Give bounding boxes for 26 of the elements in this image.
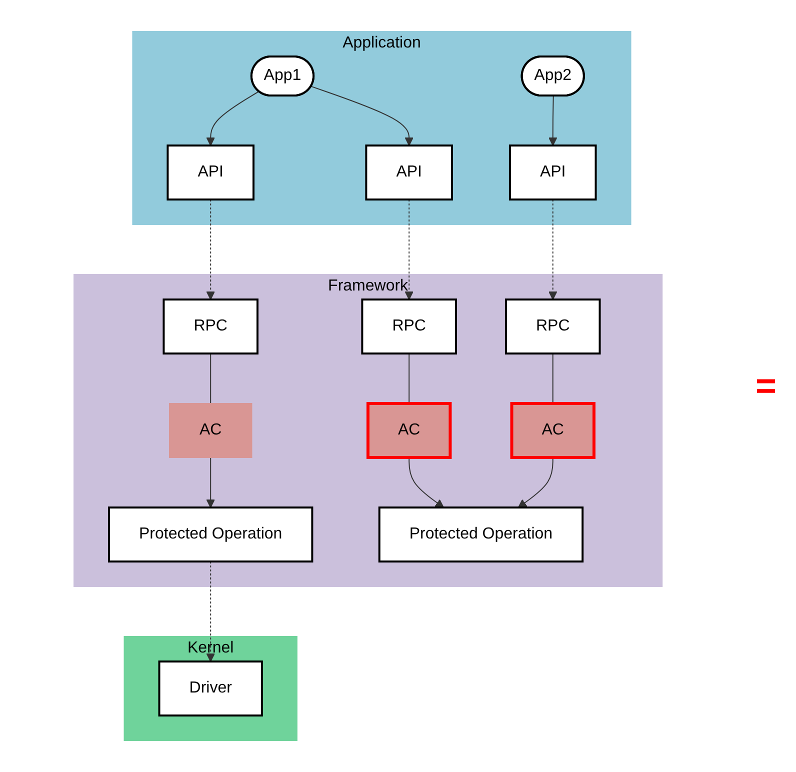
arrow	[206, 561, 215, 662]
node-box: API	[365, 144, 453, 200]
arrow	[548, 199, 558, 300]
equals-sign: =	[754, 365, 778, 407]
node-box: API	[508, 144, 597, 200]
node-box: RPC	[162, 298, 258, 354]
node-box: Driver	[158, 660, 263, 716]
node-box: AC	[366, 402, 452, 459]
connector	[408, 353, 410, 404]
arrow	[548, 96, 558, 146]
node-box: Protected Operation	[108, 506, 314, 562]
node-box: API	[166, 144, 254, 200]
arrow	[206, 90, 260, 146]
arrow	[310, 86, 414, 146]
node-box: AC	[168, 403, 252, 458]
node-box: AC	[510, 402, 596, 459]
node-box: RPC	[361, 298, 457, 354]
arrow	[206, 457, 215, 508]
connector	[552, 353, 554, 404]
arrow	[404, 199, 414, 300]
arrow	[518, 457, 554, 508]
arrow	[206, 199, 215, 300]
node-box: RPC	[504, 298, 601, 354]
arrow	[408, 457, 444, 508]
node-box: Protected Operation	[378, 506, 584, 562]
connector	[210, 353, 212, 404]
